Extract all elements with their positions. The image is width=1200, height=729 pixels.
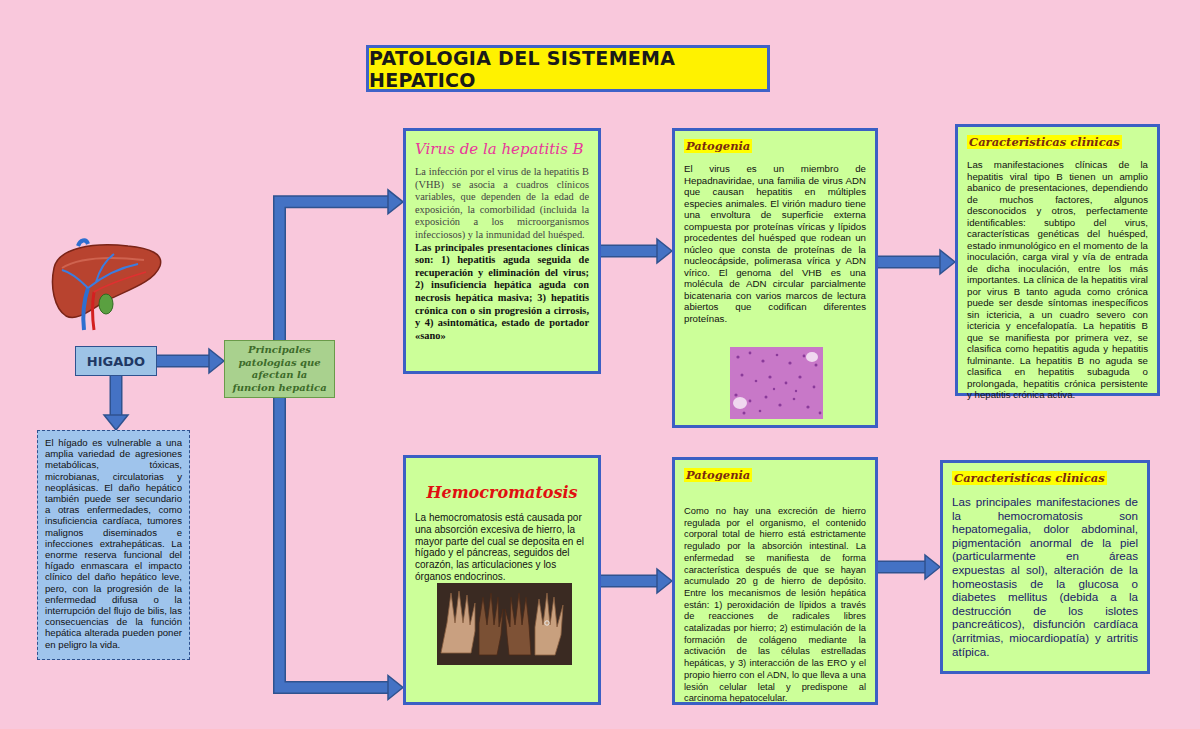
hand-left-outer [441, 591, 475, 653]
arrow-head [940, 250, 955, 274]
ring [545, 621, 549, 625]
pathogenesis-box: PatogeniaComo no hay una excreción de hi… [672, 457, 878, 705]
box-heading: Patogenia [684, 468, 752, 482]
arrow-shaft [280, 398, 389, 688]
title-banner: PATOLOGIA DEL SISTEMEMA HEPATICO [366, 45, 770, 92]
title-text: PATOLOGIA DEL SISTEMEMA HEPATICO [369, 47, 767, 91]
hepatic-artery [93, 292, 95, 330]
box-text: Las manifestaciones clínicas de la hepat… [967, 159, 1148, 401]
arrow-head [657, 569, 672, 593]
arrow-shaft [878, 562, 925, 572]
histology-image [730, 347, 823, 419]
gallbladder [99, 294, 113, 314]
vessel-lumen [733, 397, 747, 409]
arrow-head [104, 415, 128, 430]
box-heading: Virus de la hepatitis B [415, 140, 589, 158]
arrow-shaft [601, 246, 657, 256]
arrow-shaft [280, 202, 389, 340]
box-text: Principales patologias que afectan la fu… [231, 344, 328, 394]
organ-tag: HIGADO [75, 346, 157, 376]
arrow-shaft-outline [157, 355, 209, 368]
arrow-shaft-outline [878, 256, 940, 269]
portal-vein [83, 288, 88, 330]
topic-box: Principales patologias que afectan la fu… [224, 340, 335, 398]
arrow-shaft [601, 576, 657, 586]
arrow-shaft [878, 257, 940, 267]
arrow-shaft-outline [280, 398, 389, 688]
arrow-shaft [157, 356, 209, 366]
box-text: HIGADO [87, 354, 145, 369]
clinical-box: Caracteristicas clinicasLas manifestacio… [955, 124, 1160, 396]
cell-nuclei [734, 352, 821, 415]
clinical-box: Caracteristicas clinicasLas principales … [940, 460, 1150, 674]
box-heading: Hemocromatosis [426, 483, 577, 502]
hands-photo [437, 583, 572, 665]
arrow-head [657, 239, 672, 263]
arrow-shaft [111, 376, 121, 415]
disease-box: Virus de la hepatitis B La infección por … [403, 128, 601, 374]
arrow-head [209, 349, 224, 373]
block-arrow [280, 190, 404, 340]
block-arrow [878, 250, 955, 274]
block-arrow [280, 398, 404, 700]
arrow-shaft-outline [110, 376, 123, 415]
arrow-shaft-outline [878, 561, 925, 574]
box-text: La infección por el virus de la hepatiti… [415, 166, 589, 242]
box-text: La hemocromatosis está causada por una a… [415, 512, 589, 583]
block-arrow [601, 239, 672, 263]
vein-branches [62, 254, 138, 288]
arrow-head [388, 676, 403, 700]
block-arrow [104, 376, 128, 430]
box-heading: Caracteristicas clinicas [967, 135, 1122, 149]
hand-right-outer [535, 593, 563, 655]
arrow-shaft-outline [601, 245, 657, 258]
box-text: El virus es un miembro de Hepadnaviridae… [684, 163, 866, 324]
box-text: Las principales presentaciones clínicas … [415, 242, 589, 343]
arrow-shaft-outline [601, 575, 657, 588]
arrow-shaft-outline [280, 202, 389, 340]
arrow-head [388, 190, 403, 214]
box-text: Como no hay una excreción de hierro regu… [684, 506, 866, 705]
liver-lobe [53, 245, 161, 318]
box-heading: Caracteristicas clinicas [952, 471, 1107, 485]
box-text: El hígado es vulnerable a una amplia var… [45, 437, 182, 650]
disease-box: Hemocromatosis La hemocromatosis está cau… [403, 455, 601, 705]
arrow-head [925, 555, 940, 579]
block-arrow [157, 349, 224, 373]
liver-illustration [48, 238, 166, 333]
photo-background [437, 583, 572, 665]
hand-pigmented [505, 593, 531, 655]
vessel-lumen [806, 352, 818, 362]
description-box: El hígado es vulnerable a una amplia var… [37, 430, 190, 660]
hand-pigmented [479, 593, 503, 655]
vena-cava [78, 240, 88, 246]
block-arrow [601, 569, 672, 593]
artery-branch [94, 272, 146, 292]
box-text: Las principales manifestaciones de la he… [952, 495, 1138, 658]
tissue-background [730, 347, 823, 419]
box-heading: Patogenia [684, 139, 752, 153]
block-arrow [878, 555, 940, 579]
